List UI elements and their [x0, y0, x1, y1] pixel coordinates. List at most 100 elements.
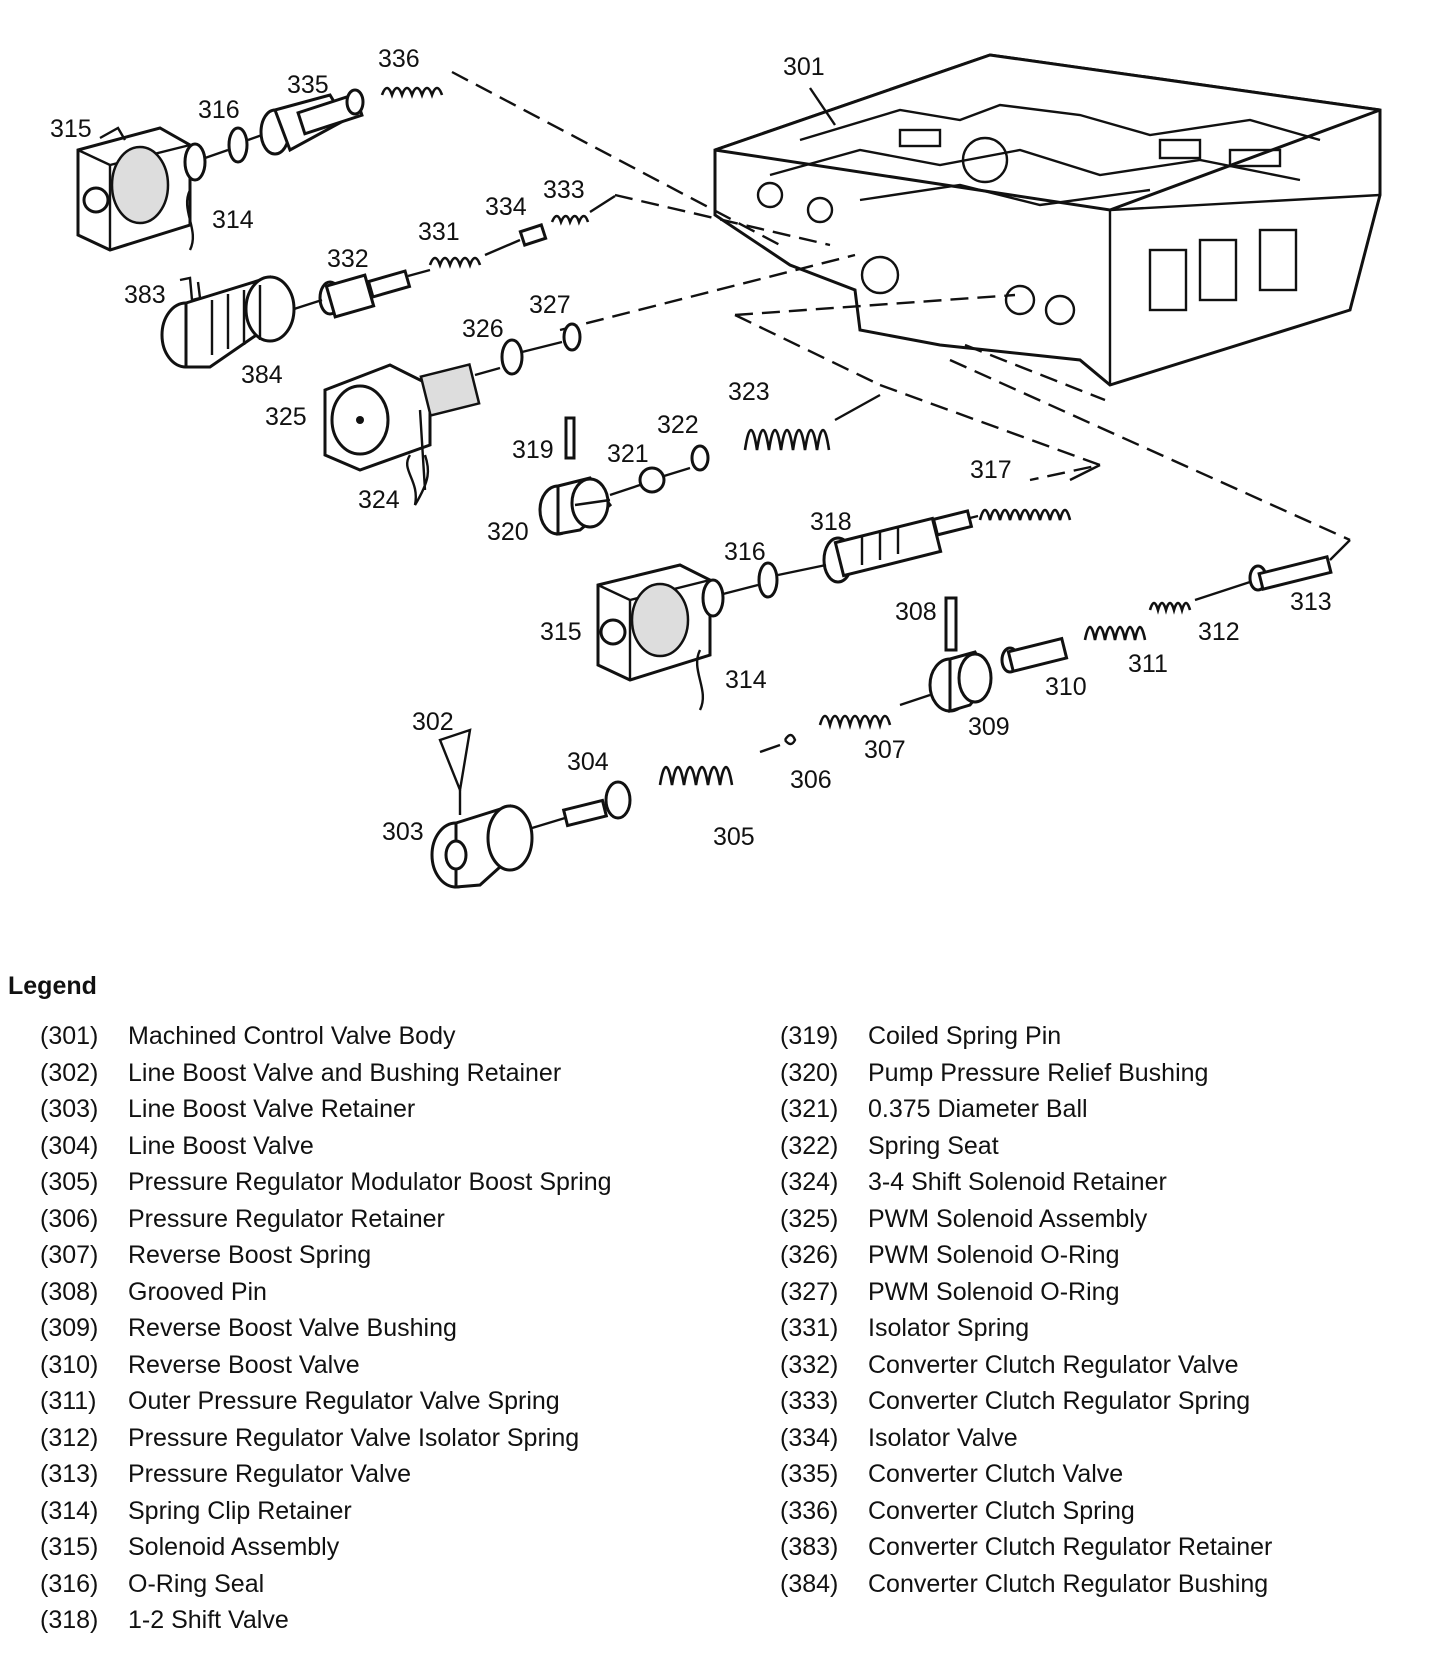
bushing-384 — [160, 275, 297, 369]
legend-row: (308)Grooved Pin — [40, 1274, 612, 1311]
legend-number: (312) — [40, 1423, 99, 1452]
callout: 307 — [864, 736, 906, 764]
retainer-303 — [430, 804, 534, 889]
callout: 325 — [265, 403, 307, 431]
legend-text: 3-4 Shift Solenoid Retainer — [868, 1168, 1167, 1196]
pin-319 — [564, 416, 576, 460]
callout: 320 — [487, 518, 529, 546]
o-ring-316-upper — [227, 126, 249, 164]
legend-number: (305) — [40, 1168, 99, 1196]
spring-336 — [380, 86, 444, 99]
alignment-lines — [451, 70, 1351, 542]
legend-number: (336) — [780, 1496, 839, 1525]
converter-clutch-valve-335 — [259, 88, 365, 156]
callout: 332 — [327, 245, 369, 273]
legend-row: (327)PWM Solenoid O-Ring — [780, 1274, 1272, 1311]
legend-row: (322)Spring Seat — [780, 1128, 1272, 1165]
legend-text: Isolator Spring — [868, 1314, 1030, 1342]
legend-number: (332) — [780, 1350, 839, 1379]
callout: 314 — [725, 666, 767, 694]
legend-text: Isolator Valve — [868, 1423, 1018, 1452]
ball-321 — [638, 466, 666, 494]
spring-seat-322 — [690, 444, 710, 472]
legend-text: Converter Clutch Regulator Retainer — [868, 1533, 1273, 1561]
legend-number: (333) — [780, 1387, 839, 1415]
legend-row: (311)Outer Pressure Regulator Valve Spri… — [40, 1383, 612, 1420]
legend-text: Converter Clutch Valve — [868, 1460, 1124, 1488]
legend-number: (303) — [40, 1095, 99, 1123]
legend-text: Line Boost Valve — [128, 1131, 314, 1160]
legend-column-right: (319) Coiled Spring Pin (320)Pump Pressur… — [780, 1018, 1272, 1602]
legend-number: (315) — [40, 1533, 99, 1561]
legend-text: Spring Seat — [868, 1131, 999, 1160]
spring-331 — [428, 256, 482, 269]
callout: 323 — [728, 378, 770, 406]
spring-311 — [1083, 625, 1147, 641]
legend-row: (302) Line Boost Valve and Bushing Retain… — [40, 1055, 612, 1092]
legend-text: Pressure Regulator Valve Isolator Spring — [128, 1423, 580, 1452]
legend-number: (326) — [780, 1241, 839, 1269]
legend-text: Pressure Regulator Modulator Boost Sprin… — [128, 1168, 612, 1196]
legend-number: (327) — [780, 1277, 839, 1306]
legend-text: Solenoid Assembly — [128, 1533, 340, 1561]
o-ring-316-lower — [757, 561, 779, 599]
legend-row: (304) Line Boost Valve — [40, 1128, 612, 1165]
legend-text: Converter Clutch Spring — [868, 1496, 1135, 1525]
legend-text: Reverse Boost Valve — [128, 1350, 360, 1379]
legend-row: (335)Converter Clutch Valve — [780, 1456, 1272, 1493]
callout: 324 — [358, 486, 400, 514]
legend-row: (307)Reverse Boost Spring — [40, 1237, 612, 1274]
legend-row: (313)Pressure Regulator Valve — [40, 1456, 612, 1493]
legend-row: (315) Solenoid Assembly — [40, 1529, 612, 1566]
legend-number: (304) — [40, 1131, 99, 1160]
retainer-306 — [783, 733, 797, 746]
legend-number: (302) — [40, 1058, 99, 1087]
callout: 314 — [212, 206, 254, 234]
callout: 301 — [783, 53, 825, 81]
legend-row: (326)PWM Solenoid O-Ring — [780, 1237, 1272, 1274]
callout: 315 — [540, 618, 582, 646]
legend-number: (306) — [40, 1204, 99, 1233]
retainer-302 — [438, 728, 472, 795]
callout: 308 — [895, 598, 937, 626]
legend-number: (319) — [780, 1022, 839, 1050]
spring-312 — [1148, 601, 1192, 615]
spring-305 — [658, 765, 734, 786]
valve-310 — [1000, 636, 1069, 674]
legend-row: (314)Spring Clip Retainer — [40, 1493, 612, 1530]
retainer-324 — [405, 409, 430, 506]
legend-text: PWM Solenoid Assembly — [868, 1204, 1148, 1233]
legend-text: Line Boost Valve Retainer — [128, 1095, 416, 1123]
legend-number: (383) — [780, 1533, 839, 1561]
callout: 316 — [198, 96, 240, 124]
callout: 334 — [485, 193, 527, 221]
callout: 310 — [1045, 673, 1087, 701]
legend-row: (332) Converter Clutch Regulator Valve — [780, 1347, 1272, 1384]
callout: 303 — [382, 818, 424, 846]
bushing-320 — [538, 476, 613, 536]
callout: 321 — [607, 440, 649, 468]
legend-text: 0.375 Diameter Ball — [868, 1095, 1088, 1123]
callout: 315 — [50, 115, 92, 143]
legend-text: Line Boost Valve and Bushing Retainer — [128, 1058, 562, 1087]
solenoid-assembly-315-upper — [76, 126, 207, 252]
legend-row: (316)O-Ring Seal — [40, 1566, 612, 1603]
legend-number: (324) — [780, 1168, 839, 1196]
legend-text: Machined Control Valve Body — [128, 1022, 456, 1050]
callout-labels: 301 302 303 304 305 306 307 308 309 310 … — [50, 45, 1332, 851]
legend-text: Coiled Spring Pin — [868, 1022, 1062, 1050]
legend-text: Grooved Pin — [128, 1277, 267, 1306]
legend-title: Legend — [8, 972, 97, 1000]
legend-row: (320)Pump Pressure Relief Bushing — [780, 1055, 1272, 1092]
legend-row: (318)1-2 Shift Valve — [40, 1602, 612, 1639]
legend-text: Reverse Boost Spring — [128, 1241, 372, 1269]
legend-text: 1-2 Shift Valve — [128, 1606, 289, 1634]
callout: 319 — [512, 436, 554, 464]
grooved-pin-308 — [944, 596, 958, 652]
legend-column-left: (301)Machined Control Valve Body (302)Li… — [40, 1018, 612, 1639]
callout: 322 — [657, 411, 699, 439]
legend-text: Converter Clutch Regulator Valve — [868, 1350, 1239, 1379]
legend-text: Spring Clip Retainer — [128, 1496, 352, 1525]
callout: 331 — [418, 218, 460, 246]
legend-row: (383) Converter Clutch Regulator Retainer — [780, 1529, 1272, 1566]
